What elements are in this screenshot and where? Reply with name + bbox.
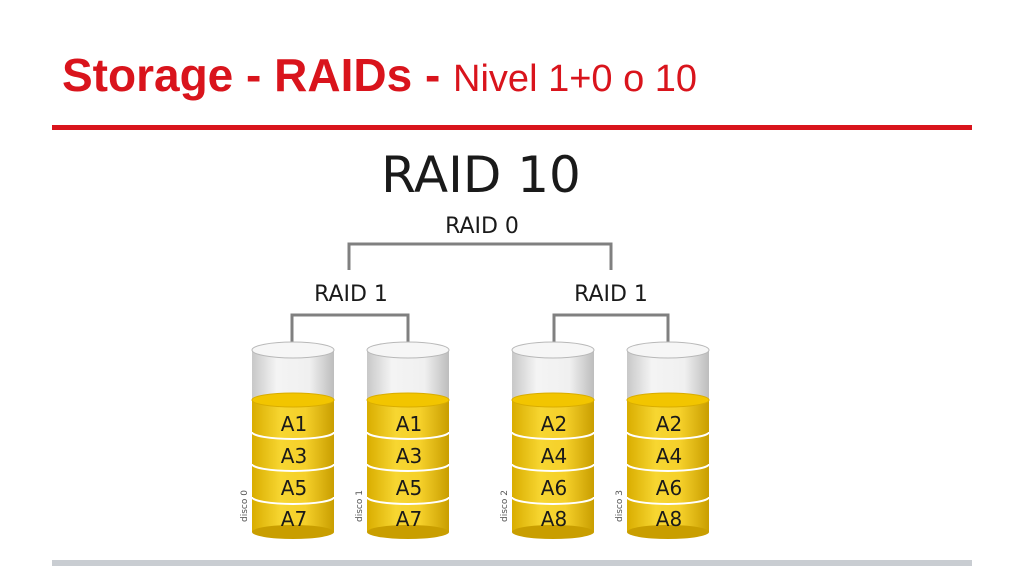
disk-1-block-1: A1 (396, 412, 422, 436)
title-bold: Storage - RAIDs - (62, 49, 454, 101)
raid1-connector-left (290, 313, 410, 346)
footer-rule (52, 560, 972, 566)
disk-3-block-1: A2 (656, 412, 682, 436)
disk-2-block-1: A2 (541, 412, 567, 436)
disk-0-block-3: A5 (281, 476, 307, 500)
title-subtitle: Nivel 1+0 o 10 (453, 58, 698, 100)
disk-1-block-3: A5 (396, 476, 422, 500)
disk-1: A1 A3 A5 A7 disco 1 (355, 341, 450, 539)
disk-2-label: disco 2 (500, 490, 510, 522)
disk-2: A2 A4 A6 A8 disco 2 (500, 341, 595, 539)
raid1-connector-right (552, 313, 670, 346)
disk-1-block-2: A3 (396, 444, 422, 468)
raid0-connector (347, 242, 613, 270)
raid1-label-right: RAID 1 (574, 282, 648, 307)
title-underline (52, 125, 972, 130)
slide-title: Storage - RAIDs - Nivel 1+0 o 10 (62, 52, 697, 98)
raid0-label: RAID 0 (445, 214, 519, 239)
disk-3: A2 A4 A6 A8 disco 3 (615, 341, 710, 539)
disk-0-label: disco 0 (240, 490, 250, 522)
disk-2-block-3: A6 (541, 476, 567, 500)
disk-1-block-4: A7 (396, 507, 422, 531)
disk-0-block-4: A7 (281, 507, 307, 531)
diagram-title: RAID 10 (381, 146, 581, 204)
disk-3-block-3: A6 (656, 476, 682, 500)
disk-3-block-2: A4 (656, 444, 682, 468)
disk-2-block-4: A8 (541, 507, 567, 531)
disk-1-label: disco 1 (355, 490, 365, 522)
disk-0: A1 A3 A5 A7 disco 0 (240, 341, 335, 539)
disk-3-block-4: A8 (656, 507, 682, 531)
disk-0-block-2: A3 (281, 444, 307, 468)
disk-3-label: disco 3 (615, 490, 625, 522)
disk-2-block-2: A4 (541, 444, 567, 468)
raid1-label-left: RAID 1 (314, 282, 388, 307)
disk-0-block-1: A1 (281, 412, 307, 436)
